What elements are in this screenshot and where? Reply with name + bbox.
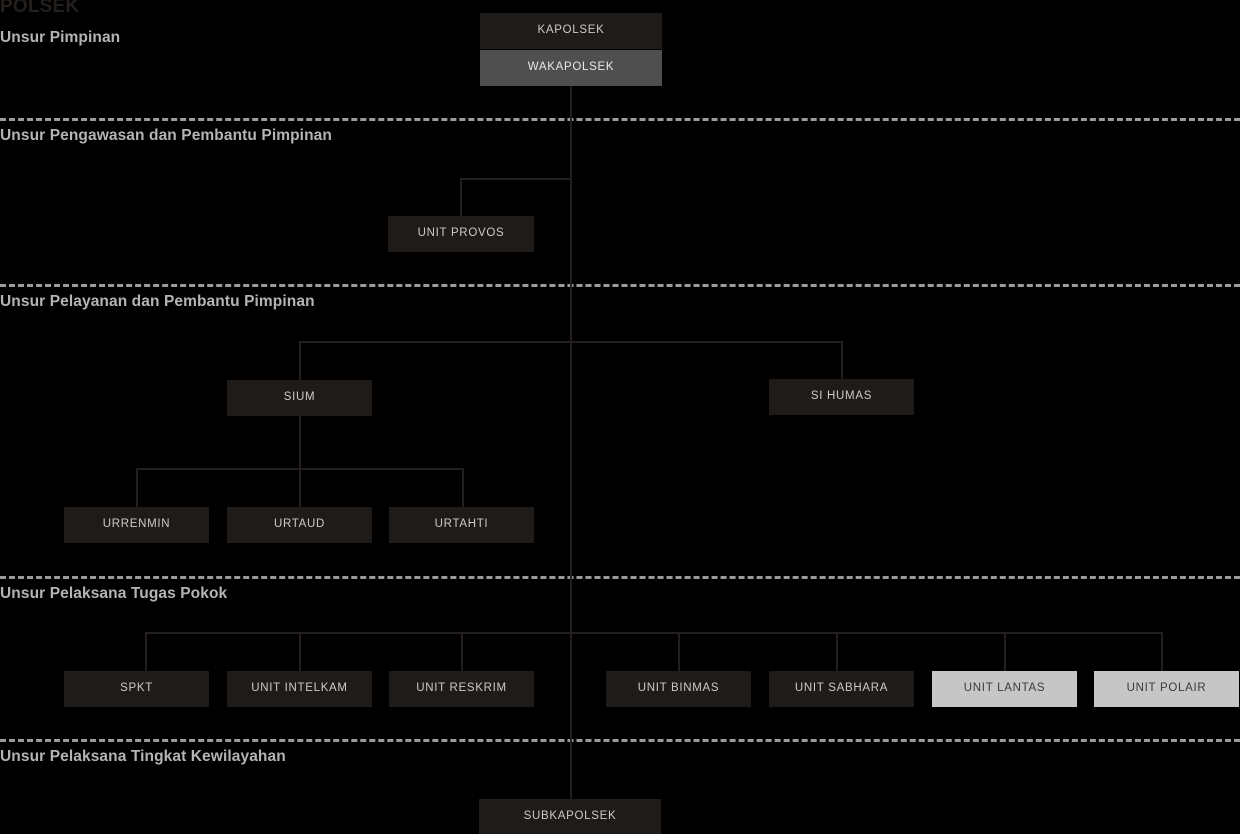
node-unit-sabhara[interactable]: UNIT SABHARA	[769, 671, 914, 707]
connector-intelkam-drop	[299, 632, 301, 671]
node-urtahti[interactable]: URTAHTI	[389, 507, 534, 543]
divider-pengawasan	[0, 118, 1240, 121]
divider-kewilayahan	[0, 739, 1240, 742]
section-label-pelayanan: Unsur Pelayanan dan Pembantu Pimpinan	[0, 293, 315, 310]
node-sium[interactable]: SIUM	[227, 380, 372, 416]
section-label-kewilayahan: Unsur Pelaksana Tingkat Kewilayahan	[0, 748, 286, 765]
connector-sium-drop	[299, 341, 301, 380]
node-unit-provos[interactable]: UNIT PROVOS	[388, 216, 534, 252]
divider-pelayanan	[0, 284, 1240, 287]
node-unit-polair[interactable]: UNIT POLAIR	[1094, 671, 1239, 707]
node-urtaud[interactable]: URTAUD	[227, 507, 372, 543]
connector-pokok-bus	[145, 632, 1163, 634]
connector-lantas-drop	[1004, 632, 1006, 671]
node-unit-lantas[interactable]: UNIT LANTAS	[932, 671, 1077, 707]
connector-spkt-drop	[145, 632, 147, 671]
connector-pelayanan-bus	[299, 341, 843, 343]
connector-sium-stem	[299, 415, 301, 469]
connector-reskrim-drop	[461, 632, 463, 671]
node-unit-intelkam[interactable]: UNIT INTELKAM	[227, 671, 372, 707]
section-label-pengawasan: Unsur Pengawasan dan Pembantu Pimpinan	[0, 127, 332, 144]
node-wakapolsek[interactable]: WAKAPOLSEK	[480, 50, 662, 86]
connector-urtaud-drop	[299, 468, 301, 507]
node-unit-reskrim[interactable]: UNIT RESKRIM	[389, 671, 534, 707]
connector-sabhara-drop	[836, 632, 838, 671]
connector-sihumas-drop	[841, 341, 843, 380]
connector-urtahti-drop	[462, 468, 464, 507]
divider-pokok	[0, 576, 1240, 579]
connector-urrenmin-drop	[136, 468, 138, 507]
node-kapolsek[interactable]: KAPOLSEK	[480, 13, 662, 49]
page-title: POLSEK	[0, 0, 80, 17]
node-spkt[interactable]: SPKT	[64, 671, 209, 707]
trunk-line-main	[570, 85, 572, 800]
connector-provos-horizontal	[460, 178, 572, 180]
connector-binmas-drop	[678, 632, 680, 671]
node-subkapolsek[interactable]: SUBKAPOLSEK	[479, 799, 661, 834]
node-urrenmin[interactable]: URRENMIN	[64, 507, 209, 543]
connector-provos-vertical	[460, 178, 462, 217]
node-si-humas[interactable]: SI HUMAS	[769, 379, 914, 415]
section-label-pokok: Unsur Pelaksana Tugas Pokok	[0, 585, 228, 602]
section-label-pimpinan: Unsur Pimpinan	[0, 29, 121, 46]
connector-polair-drop	[1161, 632, 1163, 671]
node-unit-binmas[interactable]: UNIT BINMAS	[606, 671, 751, 707]
